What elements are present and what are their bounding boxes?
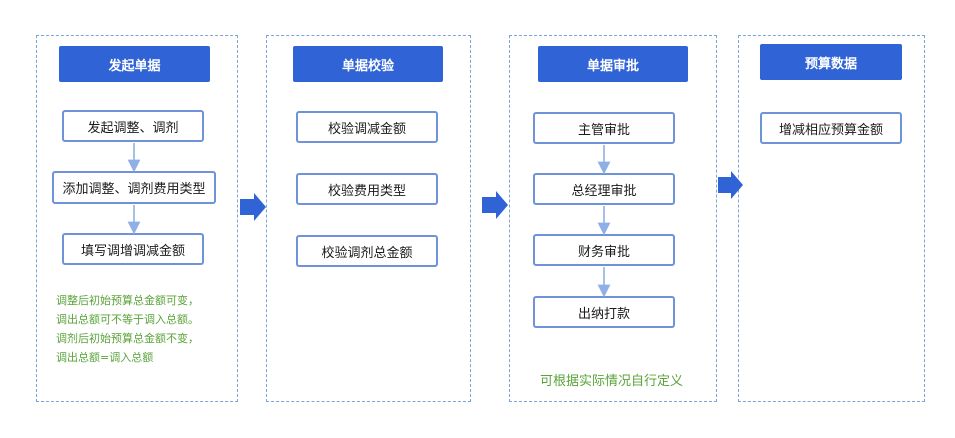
- block-arrow-1: [240, 193, 266, 221]
- column-validate: [266, 35, 471, 402]
- box-validate-total: 校验调剂总金额: [296, 235, 438, 267]
- header-approve: 单据审批: [538, 46, 688, 82]
- note-line-4: 调出总额=调入总额: [56, 351, 154, 364]
- block-arrow-3: [718, 171, 743, 199]
- box-gm-approval: 总经理审批: [533, 173, 675, 205]
- box-validate-fee-type: 校验费用类型: [296, 173, 438, 205]
- box-add-fee-type: 添加调整、调剂费用类型: [52, 171, 216, 204]
- note-line-3: 调剂后初始预算总金额不变，: [56, 332, 199, 345]
- block-arrow-2: [482, 191, 508, 219]
- box-validate-decrease: 校验调减金额: [296, 111, 438, 143]
- box-finance-approval: 财务审批: [533, 234, 675, 266]
- header-initiate: 发起单据: [59, 46, 210, 82]
- box-update-budget: 增减相应预算金额: [760, 112, 902, 144]
- note-line-2: 调出总额可不等于调入总额。: [56, 313, 199, 326]
- header-budget-data: 预算数据: [760, 44, 902, 80]
- column-approve: [509, 35, 717, 402]
- column-budget-data: [738, 35, 925, 402]
- column-initiate: [36, 35, 238, 402]
- note-line-1: 调整后初始预算总金额可变，: [56, 294, 199, 307]
- note-custom-define: 可根据实际情况自行定义: [540, 374, 684, 389]
- box-supervisor-approval: 主管审批: [533, 112, 675, 144]
- note-rules: 调整后初始预算总金额可变， 调出总额可不等于调入总额。 调剂后初始预算总金额不变…: [56, 291, 199, 367]
- box-initiate-adjust: 发起调整、调剂: [62, 110, 204, 142]
- header-validate: 单据校验: [293, 46, 443, 82]
